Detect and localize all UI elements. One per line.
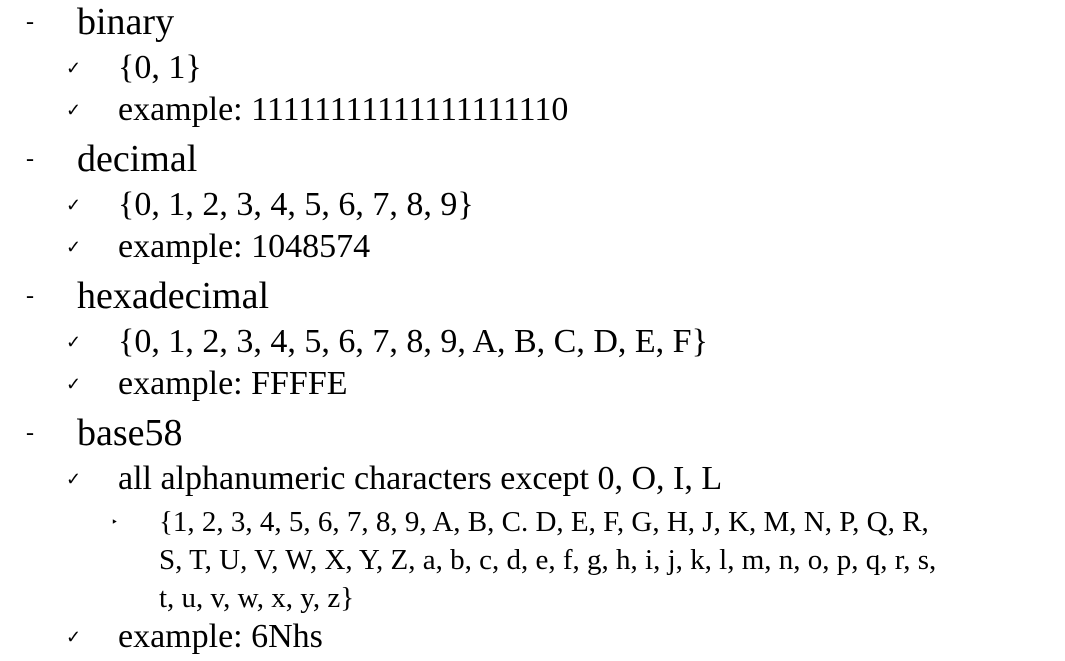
dash-bullet: -	[26, 9, 34, 35]
list-heading-decimal: - decimal	[0, 137, 1065, 181]
list-heading-base58: - base58	[0, 411, 1065, 455]
decimal-digit-set: {0, 1, 2, 3, 4, 5, 6, 7, 8, 9}	[118, 186, 474, 223]
checkmark-icon: ✓	[66, 58, 82, 78]
checkmark-icon: ✓	[66, 332, 82, 352]
list-item: ✓ {0, 1}	[0, 48, 1065, 88]
list-heading-binary: - binary	[0, 0, 1065, 44]
list-item: ✓ {0, 1, 2, 3, 4, 5, 6, 7, 8, 9}	[0, 185, 1065, 225]
base58-charset-line-3: t, u, v, w, x, y, z}	[159, 582, 355, 614]
decimal-example: example: 1048574	[118, 228, 371, 265]
list-item: ✓ example: 11111111111111111110	[0, 90, 1065, 130]
base58-charset-line-2: S, T, U, V, W, X, Y, Z, a, b, c, d, e, f…	[159, 544, 937, 576]
base58-charset-line-1: {1, 2, 3, 4, 5, 6, 7, 8, 9, A, B, C. D, …	[159, 506, 929, 538]
heading-base58: base58	[77, 412, 183, 454]
checkmark-icon: ✓	[66, 469, 82, 489]
checkmark-icon: ✓	[66, 627, 82, 647]
list-heading-hexadecimal: - hexadecimal	[0, 274, 1065, 318]
triangle-bullet-icon: ‣	[111, 515, 119, 529]
base58-example: example: 6Nhs	[118, 618, 323, 655]
hexadecimal-digit-set: {0, 1, 2, 3, 4, 5, 6, 7, 8, 9, A, B, C, …	[118, 323, 708, 360]
list-item: ✓ all alphanumeric characters except 0, …	[0, 459, 1065, 499]
dash-bullet: -	[26, 420, 34, 446]
list-item: ✓ {0, 1, 2, 3, 4, 5, 6, 7, 8, 9, A, B, C…	[0, 322, 1065, 362]
checkmark-icon: ✓	[66, 195, 82, 215]
heading-decimal: decimal	[77, 138, 198, 180]
list-item: ✓ example: 1048574	[0, 227, 1065, 267]
checkmark-icon: ✓	[66, 100, 82, 120]
list-item: ✓ example: FFFFE	[0, 364, 1065, 404]
hexadecimal-example: example: FFFFE	[118, 365, 348, 402]
dash-bullet: -	[26, 283, 34, 309]
list-subitem: ‣ {1, 2, 3, 4, 5, 6, 7, 8, 9, A, B, C. D…	[0, 503, 1065, 541]
list-subitem-continuation: S, T, U, V, W, X, Y, Z, a, b, c, d, e, f…	[0, 541, 1065, 579]
heading-binary: binary	[77, 1, 175, 43]
dash-bullet: -	[26, 146, 34, 172]
checkmark-icon: ✓	[66, 237, 82, 257]
base58-description: all alphanumeric characters except 0, O,…	[118, 460, 723, 497]
binary-example: example: 11111111111111111110	[118, 91, 569, 128]
heading-hexadecimal: hexadecimal	[77, 275, 270, 317]
checkmark-icon: ✓	[66, 374, 82, 394]
list-subitem-continuation: t, u, v, w, x, y, z}	[0, 579, 1065, 617]
binary-digit-set: {0, 1}	[118, 49, 202, 86]
list-item: ✓ example: 6Nhs	[0, 617, 1065, 657]
